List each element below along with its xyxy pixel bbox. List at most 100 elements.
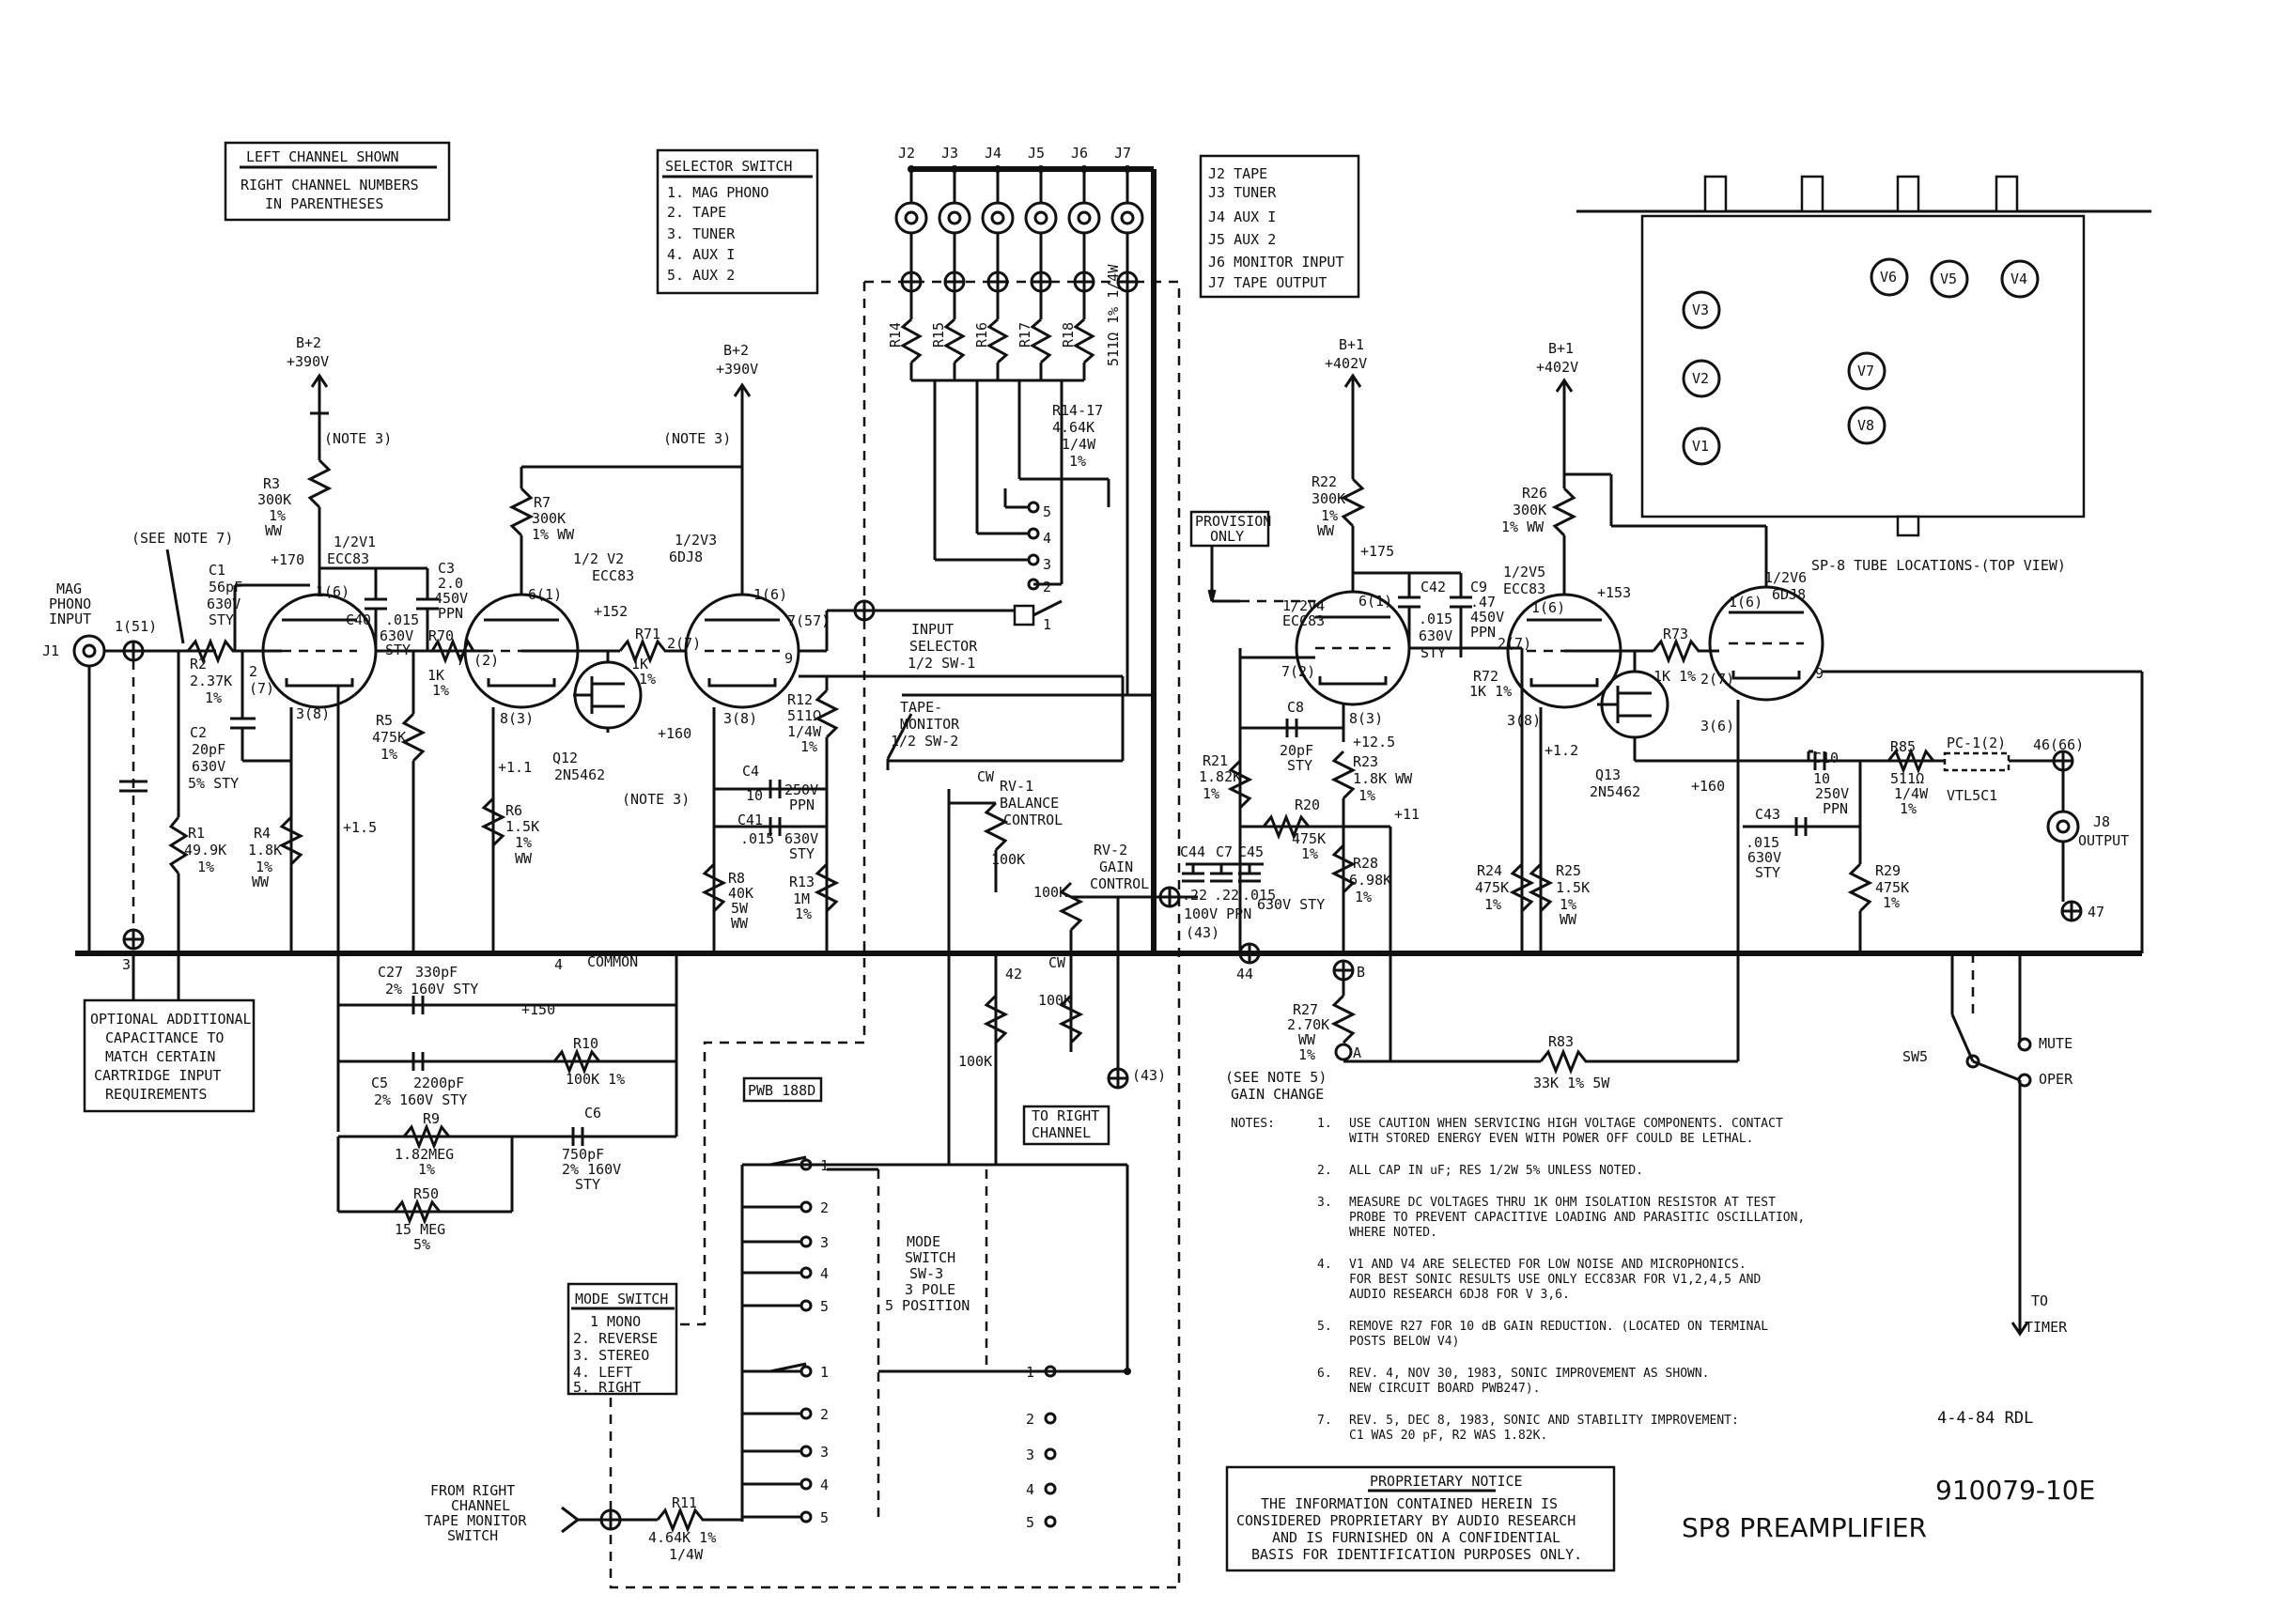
- svg-text:V6: V6: [1880, 269, 1897, 286]
- svg-text:1/4W: 1/4W: [1894, 785, 1929, 802]
- svg-text:630V: 630V: [784, 830, 818, 847]
- svg-text:WW: WW: [731, 915, 749, 932]
- svg-text:40K: 40K: [728, 885, 753, 902]
- svg-text:R9: R9: [423, 1110, 440, 1127]
- input-jack: R15: [930, 165, 971, 380]
- svg-text:1K: 1K: [427, 667, 444, 684]
- svg-text:46(66): 46(66): [2033, 736, 2084, 753]
- notes-label: NOTES:: [1231, 1117, 1275, 1131]
- svg-text:POSTS BELOW V4): POSTS BELOW V4): [1349, 1335, 1459, 1349]
- svg-text:5: 5: [820, 1298, 829, 1315]
- svg-text:MODE: MODE: [907, 1233, 940, 1250]
- svg-text:1: 1: [820, 1364, 829, 1381]
- svg-text:5: 5: [1026, 1514, 1034, 1531]
- feedback-network: C27 330pF 2% 160V STY +150 C5 2200pF 2% …: [336, 953, 678, 1253]
- svg-text:R18: R18: [1060, 322, 1077, 348]
- svg-text:1%: 1%: [205, 689, 222, 706]
- svg-text:.015: .015: [1242, 887, 1276, 904]
- svg-text:1.8K WW: 1.8K WW: [1353, 770, 1413, 787]
- svg-text:V7: V7: [1857, 363, 1874, 379]
- svg-text:R25: R25: [1556, 862, 1581, 879]
- svg-text:2.70K: 2.70K: [1287, 1016, 1329, 1033]
- balance-gain-controls: RV-1 BALANCE CONTROL RV-2 GAIN CONTROL 1…: [947, 768, 1166, 1165]
- svg-text:100K 1%: 100K 1%: [566, 1071, 625, 1088]
- svg-text:C10: C10: [1813, 750, 1839, 766]
- svg-text:R72: R72: [1473, 668, 1498, 685]
- svg-text:CONTROL: CONTROL: [1090, 875, 1149, 892]
- svg-text:1%: 1%: [1298, 1046, 1315, 1063]
- legend-line-2: RIGHT CHANNEL NUMBERS: [241, 177, 419, 193]
- svg-text:250V: 250V: [1815, 785, 1849, 802]
- svg-text:C5: C5: [371, 1075, 388, 1091]
- svg-text:CHANNEL: CHANNEL: [1032, 1124, 1091, 1141]
- svg-text:R10: R10: [573, 1035, 598, 1052]
- svg-text:1.82K: 1.82K: [1199, 768, 1241, 785]
- svg-text:Q13: Q13: [1595, 766, 1621, 783]
- svg-text:R73: R73: [1663, 626, 1688, 642]
- svg-text:2% 160V STY: 2% 160V STY: [374, 1091, 467, 1108]
- svg-text:(SEE NOTE 5): (SEE NOTE 5): [1225, 1069, 1327, 1086]
- svg-text:J7: J7: [1114, 145, 1131, 162]
- jack-legend-item: J3 TUNER: [1208, 184, 1277, 201]
- svg-text:R27: R27: [1293, 1001, 1318, 1018]
- svg-text:6DJ8: 6DJ8: [1772, 586, 1806, 603]
- svg-text:+153: +153: [1597, 584, 1631, 601]
- svg-text:BALANCE: BALANCE: [1000, 795, 1059, 812]
- svg-text:1%: 1%: [1355, 889, 1372, 905]
- svg-text:300K: 300K: [1513, 502, 1546, 518]
- svg-text:1/2V5: 1/2V5: [1503, 564, 1545, 580]
- svg-text:J3: J3: [941, 145, 958, 162]
- mode-switch: MODE SWITCH SW-3 3 POLE 5 POSITION: [740, 1163, 1129, 1522]
- svg-text:J6: J6: [1071, 145, 1088, 162]
- svg-text:750pF: 750pF: [562, 1146, 604, 1163]
- svg-text:1%: 1%: [1883, 894, 1900, 911]
- svg-text:INPUT: INPUT: [911, 621, 954, 638]
- tube-v7: V7: [1847, 351, 1886, 391]
- svg-text:+390V: +390V: [287, 353, 329, 370]
- svg-text:WW: WW: [1298, 1031, 1316, 1048]
- svg-text:R26: R26: [1522, 485, 1547, 502]
- svg-text:WW: WW: [1317, 522, 1335, 539]
- svg-text:C41: C41: [737, 812, 763, 828]
- svg-text:20pF: 20pF: [1280, 742, 1313, 759]
- channel-legend: LEFT CHANNEL SHOWN RIGHT CHANNEL NUMBERS…: [224, 141, 451, 222]
- svg-text:3: 3: [122, 956, 131, 973]
- svg-text:R11: R11: [672, 1494, 697, 1511]
- svg-text:C1 WAS 20 pF, R2 WAS 1.82K.: C1 WAS 20 pF, R2 WAS 1.82K.: [1349, 1429, 1547, 1443]
- svg-text:+175: +175: [1360, 543, 1394, 560]
- svg-text:1/2 SW-1: 1/2 SW-1: [908, 655, 975, 672]
- svg-text:1%: 1%: [269, 507, 286, 524]
- svg-text:.015: .015: [1746, 834, 1779, 851]
- svg-text:+160: +160: [1691, 778, 1725, 795]
- svg-text:J8: J8: [2093, 813, 2110, 830]
- svg-text:1.5K: 1.5K: [505, 818, 539, 835]
- svg-text:.015: .015: [385, 611, 419, 628]
- svg-text:PROPRIETARY NOTICE: PROPRIETARY NOTICE: [1370, 1473, 1523, 1490]
- document-number: 910079-10E: [1935, 1475, 2095, 1506]
- svg-text:BASIS FOR IDENTIFICATION PURPO: BASIS FOR IDENTIFICATION PURPOSES ONLY.: [1251, 1546, 1582, 1563]
- svg-text:R16: R16: [973, 322, 990, 348]
- svg-text:6(1): 6(1): [528, 586, 562, 603]
- svg-text:1.5K: 1.5K: [1556, 879, 1590, 896]
- svg-text:NEW CIRCUIT BOARD PWB247).: NEW CIRCUIT BOARD PWB247).: [1349, 1382, 1541, 1396]
- svg-text:+11: +11: [1394, 806, 1420, 823]
- svg-text:CAPACITANCE TO: CAPACITANCE TO: [105, 1029, 224, 1046]
- svg-text:+1.2: +1.2: [1545, 742, 1578, 759]
- svg-text:1 MONO: 1 MONO: [590, 1313, 641, 1330]
- svg-text:PC-1(2): PC-1(2): [1947, 735, 2006, 751]
- note-item: 1.USE CAUTION WHEN SERVICING HIGH VOLTAG…: [1317, 1117, 1783, 1146]
- svg-text:3. STEREO: 3. STEREO: [573, 1347, 649, 1364]
- svg-text:1/2 SW-2: 1/2 SW-2: [891, 733, 958, 750]
- svg-text:1%: 1%: [795, 905, 812, 922]
- svg-text:(NOTE 3): (NOTE 3): [663, 430, 731, 447]
- svg-text:THE INFORMATION CONTAINED HERE: THE INFORMATION CONTAINED HEREIN IS: [1261, 1495, 1558, 1512]
- svg-text:+170: +170: [271, 551, 304, 568]
- note-item: 7.REV. 5, DEC 8, 1983, SONIC AND STABILI…: [1317, 1414, 1739, 1443]
- input-jack: R17: [1017, 165, 1058, 380]
- svg-text:R71: R71: [635, 626, 660, 642]
- svg-text:1%: 1%: [1484, 896, 1501, 913]
- svg-text:4: 4: [554, 956, 563, 973]
- svg-text:1%: 1%: [380, 746, 397, 763]
- svg-text:R7: R7: [534, 494, 551, 511]
